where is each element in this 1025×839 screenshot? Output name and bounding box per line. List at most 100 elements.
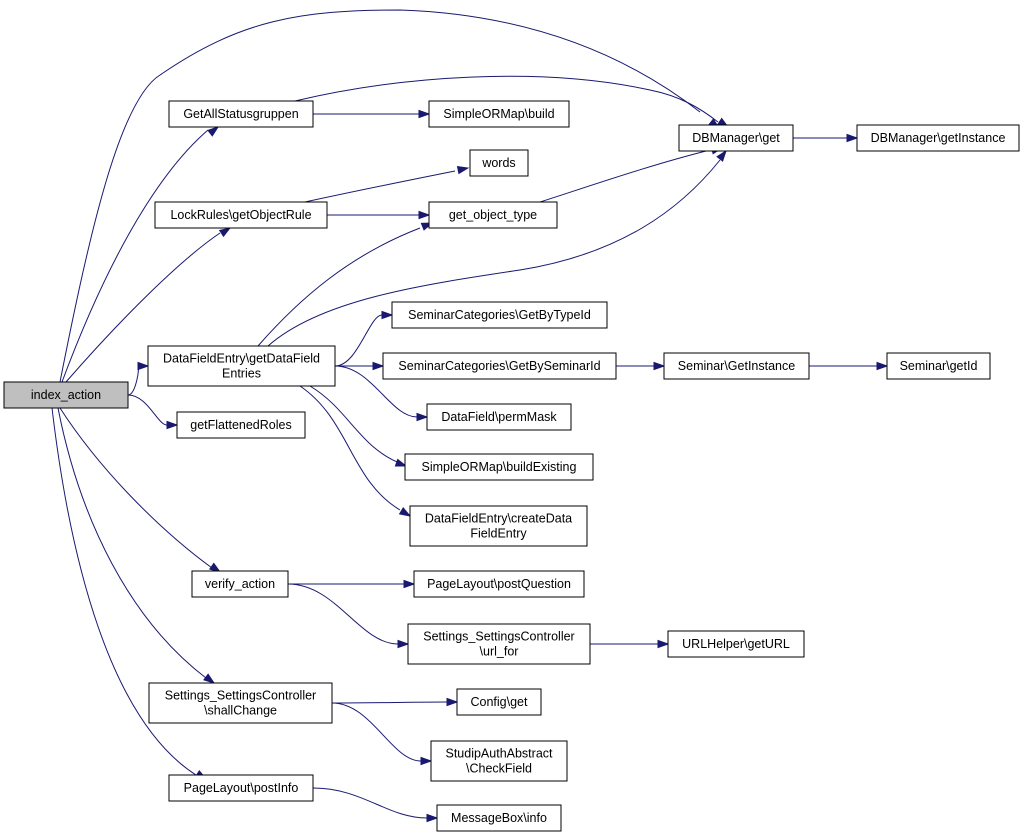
node-box [426, 403, 572, 431]
node-dbmanager-get[interactable]: DBManager\get [678, 124, 794, 152]
node-box [886, 352, 991, 380]
node-box [176, 411, 306, 439]
node-label: DBManager\get [692, 131, 780, 145]
node-label: SimpleORMap\buildExisting [422, 460, 577, 474]
node-label: index_action [31, 388, 101, 402]
node-pagelayout-postquestion[interactable]: PageLayout\postQuestion [413, 570, 585, 598]
node-label: MessageBox\info [451, 811, 547, 825]
node-box [191, 570, 289, 598]
edge-PageLayout_postInfo-to-MessageBox_info [312, 787, 439, 823]
node-box [456, 688, 542, 716]
node-settings-settingscontroller-shallchange[interactable]: Settings_SettingsController\shallChange [148, 682, 333, 724]
edge-index_action-to-DataFieldEntry_getDataFieldEntries [127, 361, 150, 396]
node-simpleormap-build[interactable]: SimpleORMap\build [428, 100, 570, 128]
node-label: DataFieldEntry\getDataField [163, 352, 320, 366]
node-label: DBManager\getInstance [871, 131, 1006, 145]
node-box [678, 124, 794, 152]
node-box [409, 505, 588, 547]
node-get-object-type[interactable]: get_object_type [428, 201, 558, 229]
edge-Settings_SettingsController_url_for-to-URLHelper_getURL [590, 639, 670, 649]
node-label: \CheckField [466, 762, 532, 776]
node-box [667, 630, 805, 658]
node-seminar-getid[interactable]: Seminar\getId [886, 352, 991, 380]
node-label: get_object_type [449, 208, 537, 222]
node-label: SeminarCategories\GetByTypeId [408, 308, 591, 322]
node-dbmanager-getinstance[interactable]: DBManager\getInstance [856, 124, 1020, 152]
node-label: \url_for [480, 645, 519, 659]
node-label: LockRules\getObjectRule [170, 208, 311, 222]
node-box [469, 149, 529, 177]
edge-SeminarCategories_GetBySeminarId-to-Seminar_GetInstance [616, 361, 666, 371]
edge-DataFieldEntry_getDataFieldEntries-to-SeminarCategories_GetBySeminarId [335, 361, 385, 371]
node-label: \shallChange [204, 704, 277, 718]
node-label: PageLayout\postInfo [184, 781, 299, 795]
edge-DBManager_get-to-DBManager_getInstance [793, 133, 859, 143]
edge-verify_action-to-PageLayout_postQuestion [288, 579, 416, 589]
node-box [154, 201, 328, 229]
node-label: URLHelper\getURL [682, 637, 790, 651]
node-box [436, 804, 562, 832]
node-config-get[interactable]: Config\get [456, 688, 542, 716]
node-box [663, 352, 810, 380]
edge-LockRules_getObjectRule-to-words [304, 166, 470, 203]
edge-Seminar_GetInstance-to-Seminar_getId [809, 361, 889, 371]
node-box [413, 570, 585, 598]
edge-DataFieldEntry_getDataFieldEntries-to-SimpleORMap_buildExisting [309, 385, 408, 467]
node-pagelayout-postinfo[interactable]: PageLayout\postInfo [168, 774, 314, 802]
node-urlhelper-geturl[interactable]: URLHelper\getURL [667, 630, 805, 658]
node-label: DataField\permMask [441, 410, 557, 424]
node-label: Seminar\GetInstance [678, 359, 795, 373]
node-label: verify_action [205, 577, 275, 591]
node-box [430, 740, 568, 782]
node-label: GetAllStatusgruppen [183, 107, 298, 121]
node-datafield-permmask[interactable]: DataField\permMask [426, 403, 572, 431]
edge-DataFieldEntry_getDataFieldEntries-to-DataFieldEntry_createDataFieldEntry [299, 385, 412, 517]
edge-DataFieldEntry_getDataFieldEntries-to-DataField_permMask [334, 365, 429, 422]
node-label: Entries [222, 367, 261, 381]
edge-GetAllStatusgruppen-to-SimpleORMap_build [313, 109, 431, 119]
node-seminarcategories-getbyseminarid[interactable]: SeminarCategories\GetBySeminarId [382, 352, 617, 380]
edge-index_action-to-DBManager_get [59, 9, 721, 383]
node-box [856, 124, 1020, 152]
node-box [404, 453, 594, 481]
node-box [168, 100, 314, 128]
node-label: DataFieldEntry\createData [425, 512, 572, 526]
node-label: getFlattenedRoles [190, 418, 291, 432]
node-label: SimpleORMap\build [443, 107, 554, 121]
node-words[interactable]: words [469, 149, 529, 177]
node-simpleormap-buildexisting[interactable]: SimpleORMap\buildExisting [404, 453, 594, 481]
edge-Settings_SettingsController_shallChange-to-Config_get [331, 697, 459, 707]
node-getflattenedroles[interactable]: getFlattenedRoles [176, 411, 306, 439]
edge-index_action-to-GetAllStatusgruppen [61, 126, 220, 383]
node-box [391, 301, 608, 329]
node-box [147, 345, 336, 387]
node-label: Settings_SettingsController [423, 630, 574, 644]
node-lockrules-getobjectrule[interactable]: LockRules\getObjectRule [154, 201, 328, 229]
node-box [148, 682, 333, 724]
edge-index_action-to-Settings_SettingsController_shallChange [57, 407, 216, 684]
node-label: Seminar\getId [900, 359, 978, 373]
node-verify-action[interactable]: verify_action [191, 570, 289, 598]
node-studipauthabstract-checkfield[interactable]: StudipAuthAbstract\CheckField [430, 740, 568, 782]
node-label: words [481, 156, 515, 170]
node-box [428, 100, 570, 128]
edge-get_object_type-to-DBManager_get [539, 146, 724, 203]
node-box [428, 201, 558, 229]
edge-index_action-to-LockRules_getObjectRule [65, 227, 232, 383]
node-index-action[interactable]: index_action [3, 381, 129, 409]
node-label: StudipAuthAbstract [445, 747, 553, 761]
node-settings-settingscontroller-url-for[interactable]: Settings_SettingsController\url_for [407, 623, 591, 665]
node-seminarcategories-getbytypeid[interactable]: SeminarCategories\GetByTypeId [391, 301, 608, 329]
node-box [3, 381, 129, 409]
edge-LockRules_getObjectRule-to-get_object_type [327, 210, 431, 220]
edge-index_action-to-getFlattenedRoles [127, 394, 179, 430]
node-box [168, 774, 314, 802]
node-seminar-getinstance[interactable]: Seminar\GetInstance [663, 352, 810, 380]
node-getallstatusgruppen[interactable]: GetAllStatusgruppen [168, 100, 314, 128]
node-label: PageLayout\postQuestion [427, 577, 571, 591]
node-messagebox-info[interactable]: MessageBox\info [436, 804, 562, 832]
node-box [382, 352, 617, 380]
